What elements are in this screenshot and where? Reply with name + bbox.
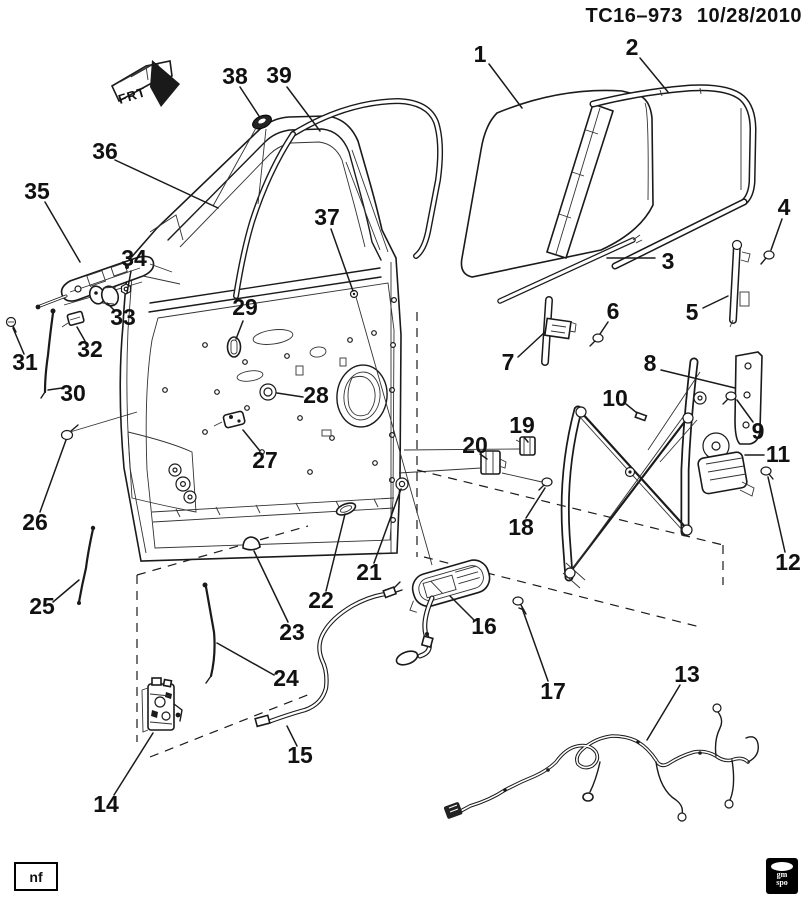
callout-13: 13 [674, 661, 700, 687]
callout-11: 11 [766, 441, 791, 467]
motor-bolt-12 [760, 466, 774, 480]
speaker-opening [336, 364, 388, 428]
callout-2: 2 [626, 34, 639, 60]
callout-9: 9 [752, 418, 765, 444]
door-grommets [168, 463, 197, 504]
drawing-header: TC16–973 10/28/2010 [571, 5, 802, 28]
belt-inner-sealing-strip [497, 234, 643, 304]
lock-actuator-27 [213, 410, 246, 429]
assembly-grouping-dashes [136, 312, 724, 758]
lower-guide-bracket [541, 296, 577, 366]
window-regulator [560, 351, 763, 589]
window-motor [697, 432, 755, 497]
hinge-screw-26 [60, 411, 138, 441]
regulator-pin-10 [634, 411, 648, 422]
callout-1: 1 [474, 41, 487, 67]
latch-release-cable [254, 581, 403, 728]
grommet-28 [259, 383, 277, 401]
callout-23: 23 [279, 619, 305, 645]
handle-rod-30 [40, 308, 56, 399]
window-sash-channel [729, 239, 751, 328]
sash-bolt [760, 250, 775, 265]
callout-30: 30 [60, 380, 86, 406]
callout-10: 10 [602, 385, 628, 411]
drawing-number: TC16–973 [585, 5, 683, 27]
callout-14: 14 [93, 791, 119, 817]
callout-4: 4 [778, 194, 791, 220]
callout-labels: 1 2 3 4 5 6 7 8 9 10 11 12 13 14 15 16 1… [12, 34, 801, 817]
gm-logo-text-1: gm [776, 870, 788, 879]
callout-32: 32 [77, 336, 103, 362]
clip-bolt-18 [501, 472, 553, 491]
callout-3: 3 [662, 248, 675, 274]
callout-17: 17 [540, 678, 566, 704]
callout-24: 24 [273, 665, 299, 691]
door-shell [119, 115, 402, 562]
callout-18: 18 [508, 514, 534, 540]
grommet-29 [226, 336, 242, 358]
door-latch [141, 677, 183, 733]
lock-rod-25 [77, 525, 96, 605]
callout-34: 34 [121, 245, 147, 271]
callout-20: 20 [462, 432, 488, 458]
callout-35: 35 [24, 178, 50, 204]
front-direction-arrow-icon [110, 60, 180, 107]
lock-rod-24 [202, 582, 216, 684]
glass-run-channel [545, 84, 757, 270]
callout-8: 8 [644, 350, 657, 376]
callout-25: 25 [29, 593, 55, 619]
outside-handle [35, 255, 181, 310]
callout-29: 29 [232, 294, 258, 320]
guide-clip-20 [398, 450, 507, 475]
callout-28: 28 [303, 382, 329, 408]
gm-spo-logo: gm spo [766, 858, 798, 894]
bezel-screw [512, 596, 527, 615]
bracket-bolt [589, 333, 604, 347]
callout-21: 21 [356, 559, 382, 585]
callout-27: 27 [252, 447, 278, 473]
hole-plug-22 [335, 502, 357, 516]
gm-logo-text-2: spo [776, 878, 788, 887]
callout-5: 5 [686, 299, 699, 325]
door-wiring-harness [443, 703, 759, 822]
callout-22: 22 [308, 587, 334, 613]
callout-31: 31 [12, 349, 38, 375]
note-frame-box: nf [14, 862, 58, 891]
callout-19: 19 [509, 412, 535, 438]
roof-rail-weatherstrip [233, 97, 444, 299]
handle-nut-34 [120, 283, 132, 295]
lock-cylinder [88, 285, 120, 307]
gm-logo-oval [771, 862, 793, 871]
hole-plug-23 [242, 536, 261, 551]
callout-6: 6 [607, 298, 620, 324]
drawing-date: 10/28/2010 [696, 5, 802, 27]
callout-12: 12 [775, 549, 801, 575]
weatherstrip-clip [212, 114, 272, 207]
callout-37: 37 [314, 204, 340, 230]
callout-39: 39 [266, 62, 292, 88]
callout-15: 15 [287, 742, 313, 768]
callout-36: 36 [92, 138, 118, 164]
guide-clip-19 [403, 436, 536, 456]
hole-plug-21 [395, 477, 409, 491]
rod-clip-32 [61, 310, 85, 328]
screw-31 [5, 316, 17, 333]
note-frame-text: nf [29, 868, 43, 885]
regulator-bolt-9 [722, 391, 737, 405]
callout-33: 33 [110, 304, 136, 330]
leader-lines [12, 57, 786, 796]
callout-7: 7 [502, 349, 515, 375]
callout-38: 38 [222, 63, 248, 89]
callout-26: 26 [22, 509, 48, 535]
inside-handle-bezel [395, 559, 491, 666]
callout-16: 16 [471, 613, 497, 639]
rivet-37 [349, 289, 433, 566]
